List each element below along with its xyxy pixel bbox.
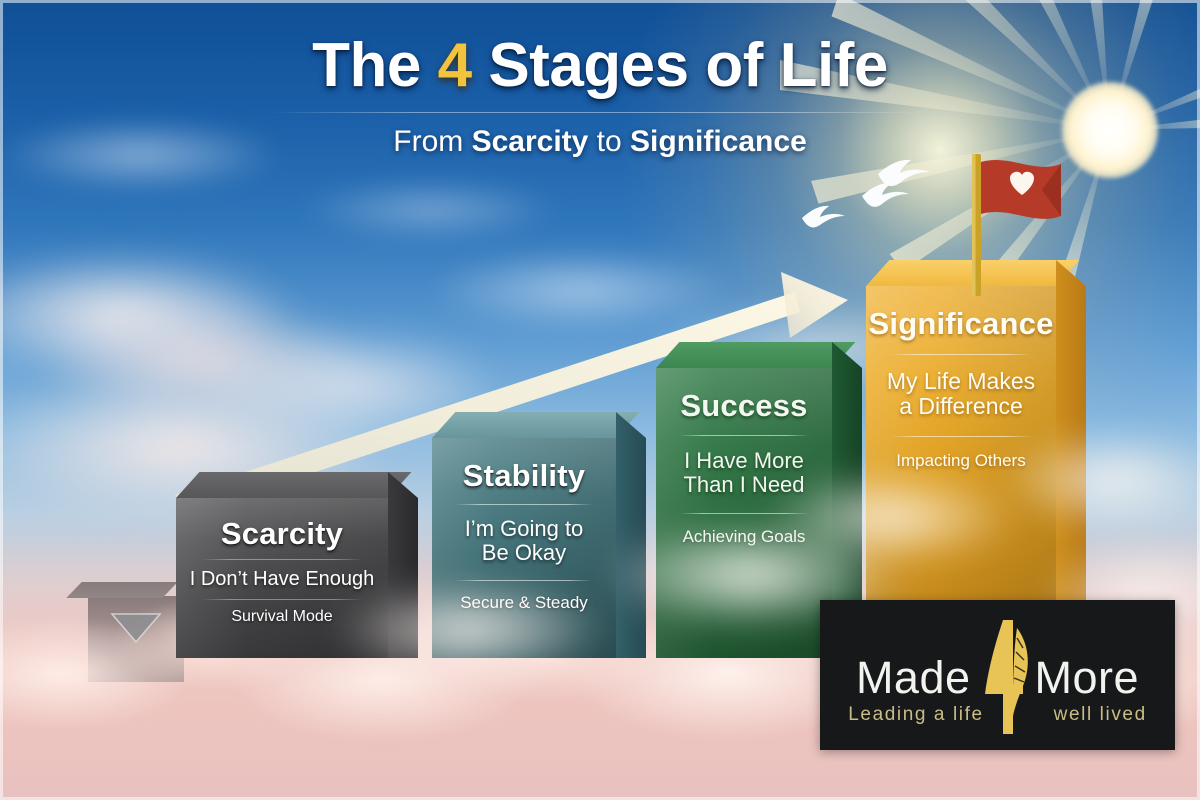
header: The 4 Stages of Life From Scarcity to Si… [0, 30, 1200, 159]
stability-block-side [616, 412, 646, 658]
significance-rule-1 [889, 353, 1033, 355]
stability-block-top [432, 412, 640, 438]
page-subtitle: From Scarcity to Significance [0, 125, 1200, 159]
stability-statement: I’m Going to Be Okay [464, 515, 584, 566]
subtitle-bold-2: Significance [630, 125, 807, 158]
stage-block-scarcity[interactable]: Scarcity I Don’t Have Enough Survival Mo… [176, 472, 418, 658]
logo-wordmark: Made More [820, 652, 1175, 704]
logo-word-more: More [1034, 652, 1140, 703]
significance-statement: My Life Makes a Difference [886, 367, 1036, 420]
scarcity-title: Scarcity [220, 516, 344, 551]
significance-title: Significance [868, 306, 1054, 341]
scarcity-block-top [176, 472, 412, 498]
stability-rule-1 [455, 503, 593, 505]
sun-icon [1062, 82, 1158, 178]
success-caption: Achieving Goals [682, 526, 806, 546]
success-title: Success [680, 388, 808, 423]
title-part-1: The [312, 31, 438, 100]
success-statement: I Have More Than I Need [683, 447, 805, 498]
quill-four-icon [985, 620, 1028, 734]
title-number: 4 [437, 31, 472, 100]
success-rule-2 [678, 512, 810, 514]
success-rule-1 [678, 434, 810, 436]
page-title: The 4 Stages of Life [0, 30, 1200, 101]
subtitle-bold-1: Scarcity [471, 125, 589, 158]
stability-rule-2 [455, 579, 593, 581]
logo-tagline-right: well lived [1053, 704, 1147, 725]
stability-caption: Secure & Steady [460, 592, 588, 612]
stage-block-success[interactable]: Success I Have More Than I Need Achievin… [656, 342, 862, 658]
significance-block-side [1056, 260, 1086, 658]
success-block-face: Success I Have More Than I Need Achievin… [656, 368, 832, 658]
stage-block-stability[interactable]: Stability I’m Going to Be Okay Secure & … [432, 412, 646, 658]
stability-title: Stability [462, 458, 586, 493]
significance-rule-2 [889, 436, 1033, 438]
scarcity-rule-2 [201, 599, 363, 600]
stability-block-face: Stability I’m Going to Be Okay Secure & … [432, 438, 616, 658]
scarcity-rule-1 [201, 558, 363, 560]
header-divider [270, 112, 930, 113]
logo-word-made: Made [855, 652, 971, 703]
scarcity-statement: I Don’t Have Enough [189, 567, 375, 590]
significance-caption: Impacting Others [896, 451, 1026, 471]
brand-logo[interactable]: Made More Leading a life well lived [820, 600, 1175, 750]
scarcity-caption: Survival Mode [231, 608, 333, 625]
success-block-top [656, 342, 856, 368]
logo-tagline-left: Leading a life [848, 704, 984, 725]
subtitle-mid: to [588, 125, 631, 158]
down-triangle-icon [110, 613, 162, 644]
subtitle-pre: From [393, 125, 472, 158]
logo-tagline: Leading a life well lived [820, 704, 1175, 726]
title-part-2: Stages of Life [471, 31, 888, 100]
scarcity-block-face: Scarcity I Don’t Have Enough Survival Mo… [176, 498, 388, 658]
heart-flag-icon [972, 154, 1061, 296]
scarcity-block-side [388, 472, 418, 658]
